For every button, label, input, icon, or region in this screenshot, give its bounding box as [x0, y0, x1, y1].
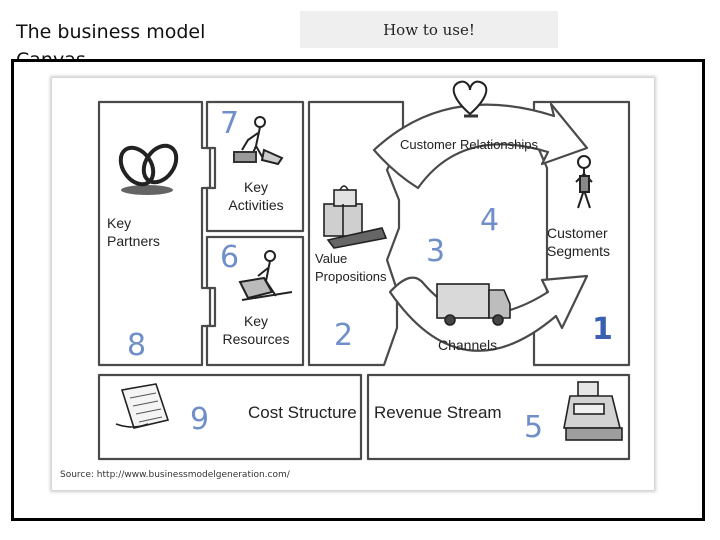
truck-icon: [436, 283, 511, 326]
document-icon: [115, 383, 170, 429]
key-activities-block: [205, 100, 305, 233]
chain-links-icon: [118, 143, 179, 195]
value-propositions-number: 2: [334, 318, 354, 353]
person-icon: [575, 155, 593, 209]
customer-relationships-number: 4: [480, 203, 500, 238]
cash-register-icon: [563, 381, 623, 441]
business-model-canvas: Key Partners Key Activities Key Resource…: [52, 78, 654, 490]
cost-structure-number: 9: [190, 402, 210, 437]
gift-boxes-icon: [323, 185, 388, 249]
key-activities-label: Key Activities: [228, 179, 284, 213]
cost-structure-label: Cost Structure: [248, 403, 357, 422]
customer-segments-label: Customer Segments: [547, 225, 611, 259]
channels-label: Channels: [438, 337, 498, 353]
canvas-diagram: [97, 80, 631, 461]
source-caption: Source: http://www.businessmodelgenerati…: [60, 470, 290, 480]
heart-icon: [452, 80, 488, 118]
key-resources-label: Key Resources: [222, 313, 290, 347]
customer-segments-number: 1: [592, 312, 613, 347]
revenue-stream-label: Revenue Stream: [374, 403, 502, 422]
key-resources-number: 6: [220, 240, 240, 275]
key-partners-block: [97, 100, 212, 367]
key-partners-label: Key Partners: [107, 215, 160, 249]
key-partners-number: 8: [127, 328, 147, 363]
worker-icon: [238, 250, 293, 301]
channels-number: 3: [426, 234, 446, 269]
revenue-stream-number: 5: [524, 410, 544, 445]
customer-relationships-arrow: [372, 102, 589, 190]
customer-relationships-label: Customer Relationships: [400, 137, 539, 152]
how-to-use-button[interactable]: How to use!: [300, 11, 558, 48]
key-resources-block: [205, 235, 305, 367]
value-propositions-label: Value Propositions: [315, 251, 387, 284]
channels-arrow: [388, 274, 589, 352]
key-activities-number: 7: [220, 106, 240, 141]
worker-icon: [233, 116, 284, 166]
